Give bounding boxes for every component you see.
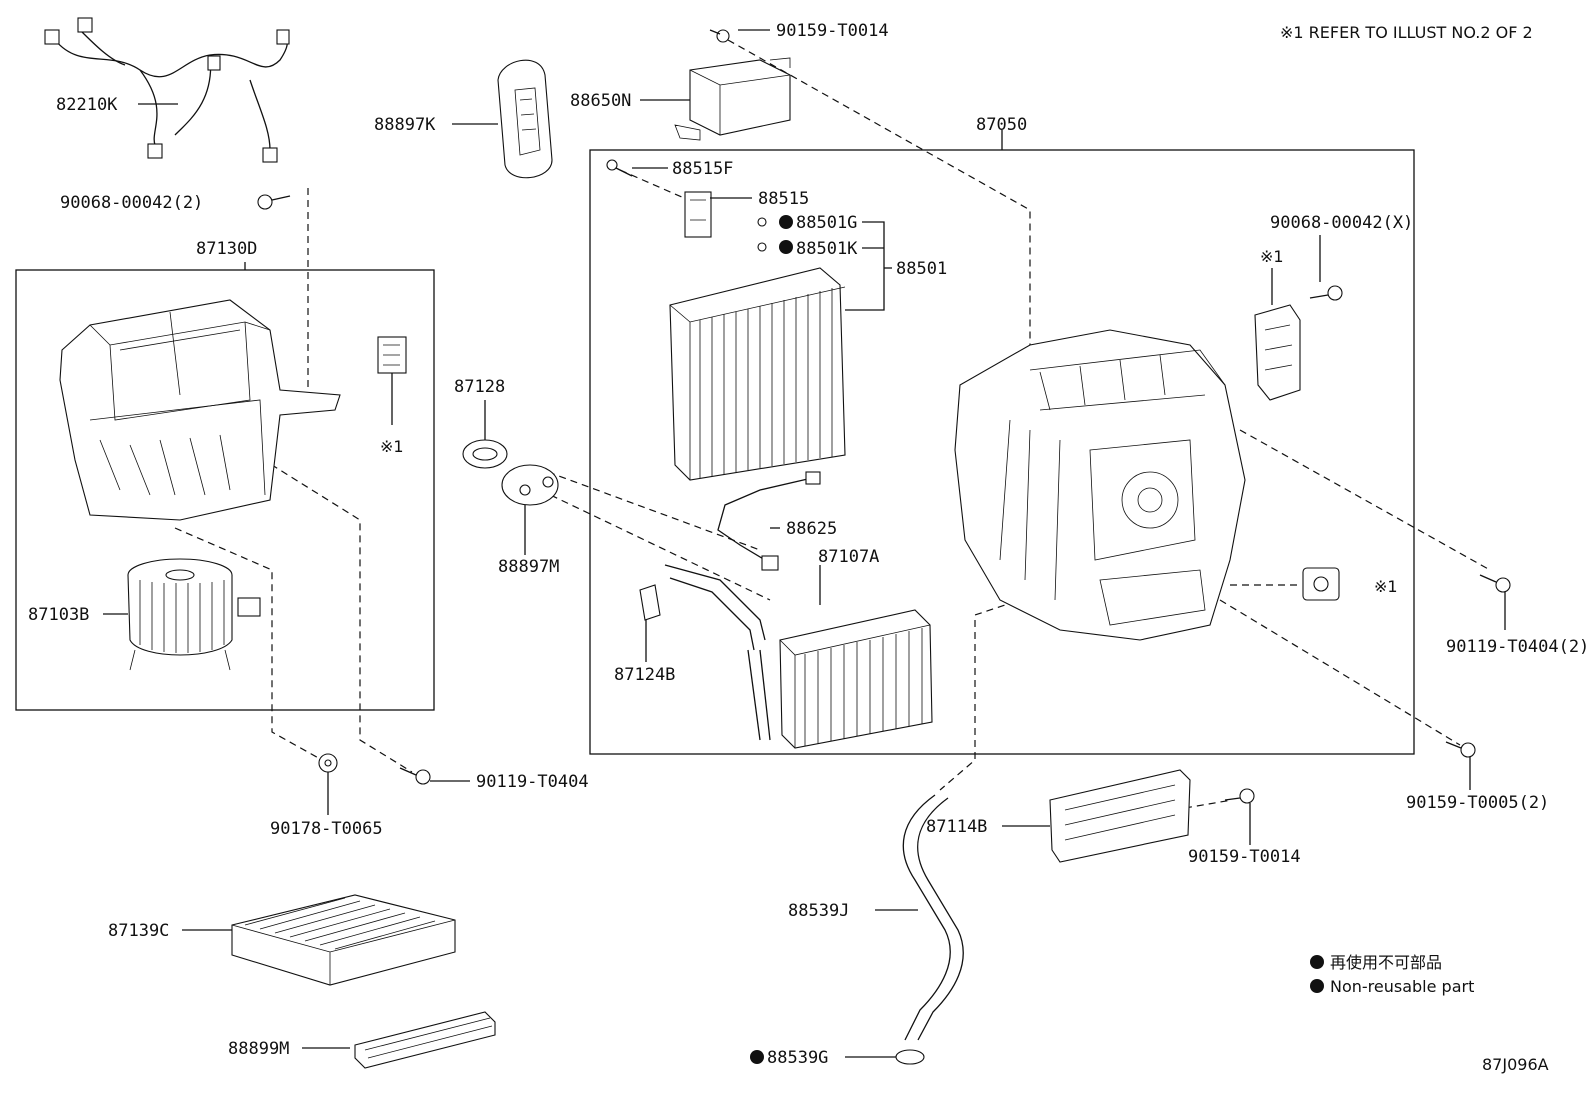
reference-note: ※1 REFER TO ILLUST NO.2 OF 2: [1280, 23, 1533, 42]
bolt-88515F: [606, 159, 633, 177]
label-82210K: 82210K: [56, 95, 118, 115]
label-88501K: 88501K: [796, 239, 858, 259]
bolt-90159-T0014-bottom: [1224, 788, 1255, 804]
bolt-90068-00042-2: [257, 194, 291, 210]
diagram-code: 87J096A: [1482, 1055, 1549, 1074]
label-90178-T0065: 90178-T0065: [270, 819, 383, 839]
label-88899M: 88899M: [228, 1039, 289, 1059]
thermistor-88625: [717, 471, 821, 571]
plate-88897M: [501, 464, 559, 506]
ref-mark-top-right: ※1: [1260, 247, 1284, 266]
label-90119-T0404: 90119-T0404: [476, 772, 589, 792]
label-87114B: 87114B: [926, 817, 987, 837]
air-filter-87139C: [231, 894, 456, 986]
label-88650N: 88650N: [570, 91, 631, 111]
bolt-90119-T0404: [399, 767, 431, 785]
blower-case-87130D: [59, 299, 341, 521]
leader-lines: [103, 29, 1506, 1058]
label-90068-00042-X: 90068-00042(X): [1270, 213, 1413, 233]
expansion-valve-88515: [684, 191, 712, 238]
label-88501: 88501: [896, 259, 947, 279]
label-90068-00042-2: 90068-00042(2): [60, 193, 203, 213]
label-87130D: 87130D: [196, 239, 257, 259]
label-88515F: 88515F: [672, 159, 733, 179]
blower-assembly-box: [15, 269, 435, 711]
label-87124B: 87124B: [614, 665, 675, 685]
legend-english: Non-reusable part: [1330, 977, 1474, 996]
label-88897K: 88897K: [374, 115, 436, 135]
clip-90178-T0065: [318, 753, 338, 773]
label-87103B: 87103B: [28, 605, 89, 625]
evaporator-core-88501: [669, 267, 846, 481]
label-87050: 87050: [976, 115, 1027, 135]
label-90119-T0404-2: 90119-T0404(2): [1446, 637, 1589, 657]
label-87107A: 87107A: [818, 547, 879, 567]
bolt-90159-T0005-2: [1445, 741, 1476, 758]
label-88625: 88625: [786, 519, 837, 539]
grommet-88539G: [895, 1049, 925, 1065]
bolt-90068-00042-X: [1309, 285, 1343, 301]
ref-mark-blower: ※1: [380, 437, 404, 456]
blower-motor-87103B: [127, 558, 261, 671]
heater-core-87107A: [664, 564, 933, 749]
label-88539J: 88539J: [788, 901, 849, 921]
label-88501G: 88501G: [796, 213, 857, 233]
label-88539G: 88539G: [767, 1048, 828, 1068]
label-90159-T0005-2: 90159-T0005(2): [1406, 793, 1549, 813]
ptc-heater-87114B: [1049, 769, 1191, 863]
label-90159-T0014-top: 90159-T0014: [776, 21, 889, 41]
drain-hose-88539J: [902, 794, 964, 1041]
cover-88897K: [497, 59, 553, 179]
filter-cover-88899M: [354, 1011, 496, 1069]
grommet-87128: [462, 439, 508, 469]
label-88897M: 88897M: [498, 557, 559, 577]
clamp-87124B: [639, 584, 661, 621]
label-90159-T0014-bottom: 90159-T0014: [1188, 847, 1301, 867]
non-reusable-dots: [750, 215, 1324, 1064]
label-88515: 88515: [758, 189, 809, 209]
bolt-90159-T0014-top: [709, 29, 730, 43]
bolt-90119-T0404-2: [1479, 574, 1511, 593]
actuator-top-right: [1254, 268, 1301, 401]
blower-box-actuator: [377, 336, 407, 425]
wire-harness-82210K: [44, 17, 290, 163]
legend-japanese: 再使用不可部品: [1330, 953, 1442, 972]
o-rings-88501: [757, 217, 767, 252]
label-87139C: 87139C: [108, 921, 169, 941]
actuator-mid-right: [1302, 567, 1340, 601]
heater-unit-87050: [954, 329, 1246, 641]
control-unit-88650N: [674, 57, 791, 141]
label-87128: 87128: [454, 377, 505, 397]
ref-mark-mid-right: ※1: [1374, 577, 1398, 596]
